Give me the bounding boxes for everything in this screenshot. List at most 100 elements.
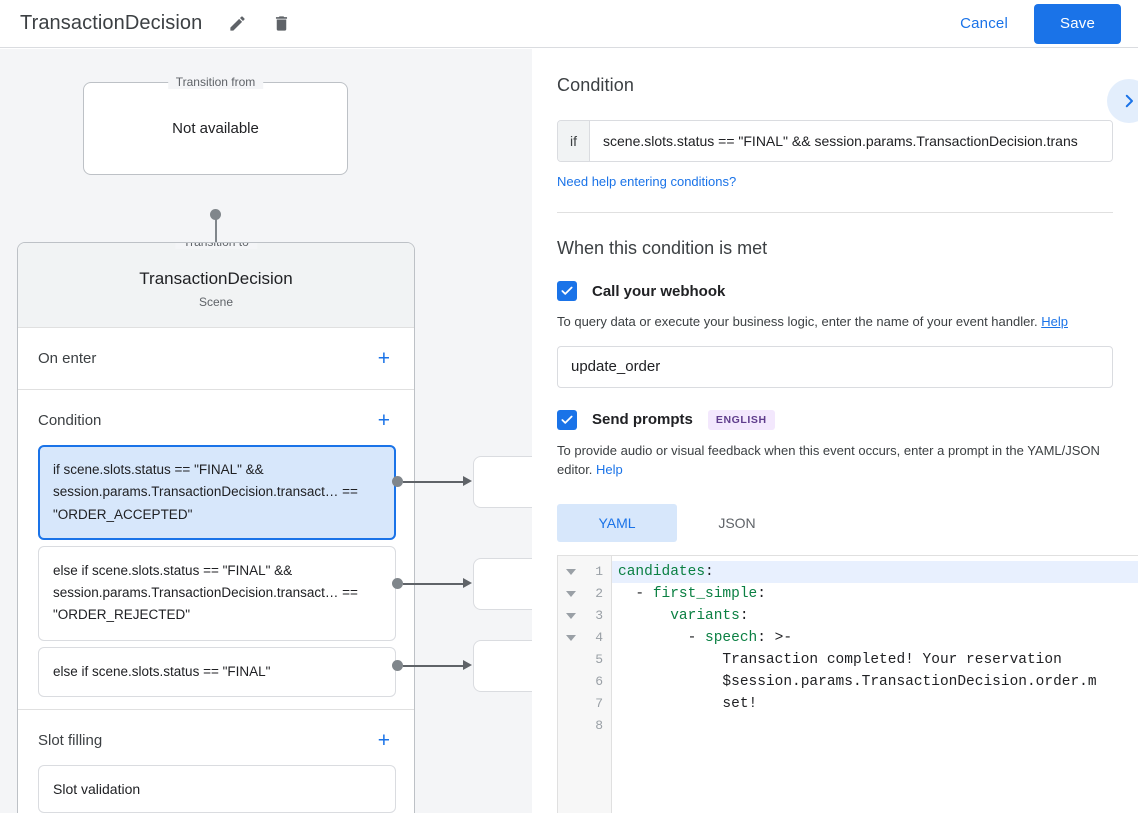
fold-triangle-icon[interactable] xyxy=(566,590,576,597)
section-slot-filling: Slot filling + Slot validation xyxy=(18,710,414,813)
transition-from-legend: Transition from xyxy=(167,75,264,89)
add-slot-filling-button[interactable]: + xyxy=(372,728,396,753)
edge-arrow-3 xyxy=(463,660,472,670)
editor-code-line: $session.params.TransactionDecision.orde… xyxy=(618,673,1097,690)
transition-from-value: Not available xyxy=(172,120,259,137)
send-prompts-label: Send prompts xyxy=(592,411,693,428)
webhook-description: To query data or execute your business l… xyxy=(557,312,1113,332)
send-prompts-checkbox[interactable] xyxy=(557,409,577,430)
details-panel: Condition if Need help entering conditio… xyxy=(532,49,1138,813)
condition-section: Condition if Need help entering conditio… xyxy=(532,49,1138,213)
add-on-enter-button[interactable]: + xyxy=(372,346,396,371)
editor-code-line: set! xyxy=(618,695,758,712)
when-met-heading: When this condition is met xyxy=(557,238,768,258)
edge-line-1 xyxy=(403,481,467,483)
condition-input[interactable] xyxy=(590,121,1112,161)
editor-line-number: 2 xyxy=(558,583,611,605)
transition-to-legend: Transition to xyxy=(175,242,257,249)
connector-dot-from xyxy=(210,209,221,220)
edge-dot-1 xyxy=(392,476,403,487)
save-button[interactable]: Save xyxy=(1034,3,1121,44)
prompts-description-text: To provide audio or visual feedback when… xyxy=(557,442,1100,478)
fold-triangle-icon[interactable] xyxy=(566,568,576,575)
add-condition-button[interactable]: + xyxy=(372,408,396,433)
webhook-check-row: Call your webhook xyxy=(557,281,1113,301)
cancel-button[interactable]: Cancel xyxy=(946,7,1022,40)
need-help-link[interactable]: Need help entering conditions? xyxy=(557,174,737,189)
pencil-icon-glyph xyxy=(230,16,245,31)
webhook-help-link[interactable]: Help xyxy=(1041,314,1068,329)
edge-target-box-3[interactable] xyxy=(473,640,532,692)
condition-list-item[interactable]: if scene.slots.status == "FINAL" && sess… xyxy=(38,445,396,540)
webhook-description-text: To query data or execute your business l… xyxy=(557,314,1038,329)
editor-line-number: 1 xyxy=(558,561,611,583)
chevron-right-icon-glyph xyxy=(1125,94,1133,108)
tab-yaml[interactable]: YAML xyxy=(557,503,677,542)
editor-code-line: - first_simple: xyxy=(618,585,766,602)
condition-list-item[interactable]: else if scene.slots.status == "FINAL" &&… xyxy=(38,545,396,641)
editor-code-line: Transaction completed! Your reservation xyxy=(618,651,1062,668)
condition-input-group: if xyxy=(557,120,1113,162)
tab-json[interactable]: JSON xyxy=(677,504,797,542)
prompts-description: To provide audio or visual feedback when… xyxy=(557,441,1113,480)
editor-line-number: 6 xyxy=(595,674,603,689)
chevron-right-icon[interactable] xyxy=(1107,79,1138,123)
condition-list-item[interactable]: else if scene.slots.status == "FINAL" xyxy=(38,646,396,697)
editor-line-number: 4 xyxy=(558,627,611,649)
editor-code-line: variants: xyxy=(670,607,749,624)
trash-icon[interactable] xyxy=(264,7,298,41)
scene-graph-canvas: Transition from Not available Transition… xyxy=(0,49,532,813)
fold-triangle-icon[interactable] xyxy=(566,612,576,619)
when-met-section: When this condition is met Call your web… xyxy=(532,213,1138,813)
edge-arrow-1 xyxy=(463,476,472,486)
slot-filling-title: Slot filling xyxy=(38,731,103,749)
editor-code-line: - speech: >- xyxy=(618,629,793,646)
trash-icon-glyph xyxy=(275,16,287,31)
checkmark-icon xyxy=(561,415,573,424)
editor-line-number: 8 xyxy=(595,718,603,733)
condition-title: Condition xyxy=(38,412,102,429)
call-webhook-checkbox[interactable] xyxy=(557,281,577,301)
editor-code-line xyxy=(612,715,1138,737)
prompts-help-link[interactable]: Help xyxy=(596,462,623,477)
slot-filling-header: Slot filling + xyxy=(18,710,414,759)
transition-to-card: Transition to TransactionDecision Scene … xyxy=(17,242,415,813)
edge-arrow-2 xyxy=(463,578,472,588)
checkmark-icon xyxy=(561,286,573,295)
scene-header: TransactionDecision Scene xyxy=(18,243,414,328)
if-prefix-label: if xyxy=(558,121,590,161)
editor-code-area[interactable]: candidates: - first_simple: variants: - … xyxy=(612,556,1138,813)
on-enter-header: On enter + xyxy=(18,328,414,377)
edge-target-box-1[interactable] xyxy=(473,456,532,508)
call-webhook-label: Call your webhook xyxy=(592,282,726,300)
connector-line-vertical xyxy=(215,215,217,261)
edge-line-3 xyxy=(403,665,467,667)
scene-name: TransactionDecision xyxy=(139,269,293,288)
event-handler-input[interactable] xyxy=(557,345,1113,388)
edge-dot-3 xyxy=(392,660,403,671)
on-enter-title: On enter xyxy=(38,350,97,367)
editor-line-number: 7 xyxy=(595,696,603,711)
condition-heading: Condition xyxy=(557,75,634,95)
page-title: TransactionDecision xyxy=(20,12,203,34)
edge-line-2 xyxy=(403,583,467,585)
edge-dot-2 xyxy=(392,578,403,589)
section-divider xyxy=(557,212,1113,213)
scene-subtitle: Scene xyxy=(198,295,234,309)
language-badge: ENGLISH xyxy=(707,409,775,430)
editor-code-line: candidates: xyxy=(612,560,1138,583)
app-header: TransactionDecision Cancel Save xyxy=(0,0,1138,48)
editor-line-number: 5 xyxy=(595,652,603,667)
section-on-enter: On enter + xyxy=(18,328,414,390)
transition-from-box: Transition from Not available xyxy=(83,75,348,175)
section-condition: Condition + if scene.slots.status == "FI… xyxy=(18,390,414,710)
condition-header: Condition + xyxy=(18,390,414,439)
pencil-icon[interactable] xyxy=(220,7,254,41)
fold-triangle-icon[interactable] xyxy=(566,634,576,641)
edge-target-box-2[interactable] xyxy=(473,558,532,610)
editor-format-tabs: YAML JSON xyxy=(557,503,1113,542)
slot-validation-item[interactable]: Slot validation xyxy=(38,764,396,813)
